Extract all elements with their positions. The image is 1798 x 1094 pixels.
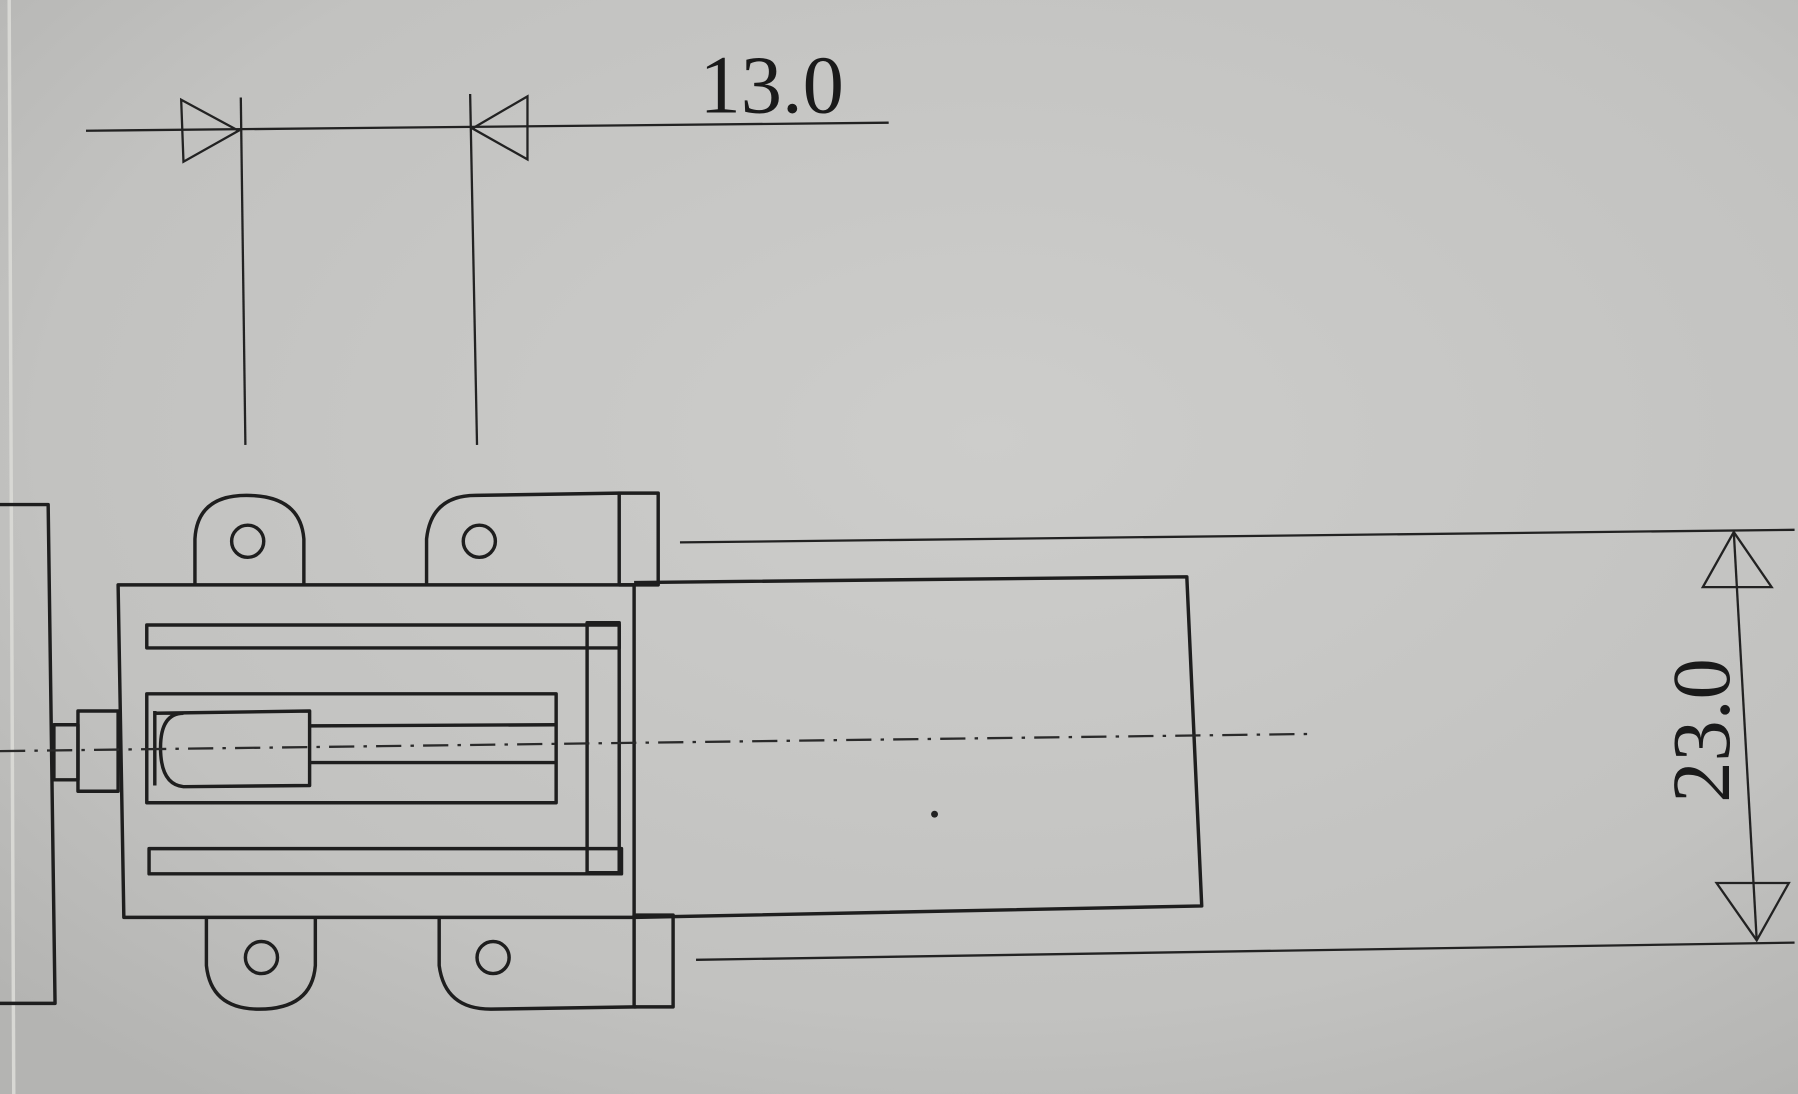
output-shaft [52, 723, 80, 782]
arrow-down-icon [1714, 881, 1791, 943]
center-line [0, 732, 1313, 753]
dimension-label-width: 13.0 [699, 38, 843, 130]
mounting-hole [475, 939, 511, 976]
mounting-hole [461, 523, 498, 560]
arrow-right-icon [179, 97, 241, 164]
top-mounting-ears [193, 491, 660, 587]
arrow-left-icon [470, 94, 529, 162]
motor-body [634, 575, 1204, 920]
ink-dot [931, 810, 938, 818]
plunger-rod [309, 723, 557, 765]
dimension-label-height: 23.0 [1655, 658, 1747, 802]
mounting-hole [243, 939, 280, 976]
mounting-hole [229, 523, 266, 560]
dimension-23: 23.0 [679, 528, 1795, 961]
left-partial-part [0, 502, 57, 1006]
bottom-mounting-ears [204, 913, 675, 1011]
dimension-13: 13.0 [85, 38, 889, 445]
arrow-up-icon [1700, 529, 1774, 589]
paper-fold-edge [7, 0, 16, 1094]
